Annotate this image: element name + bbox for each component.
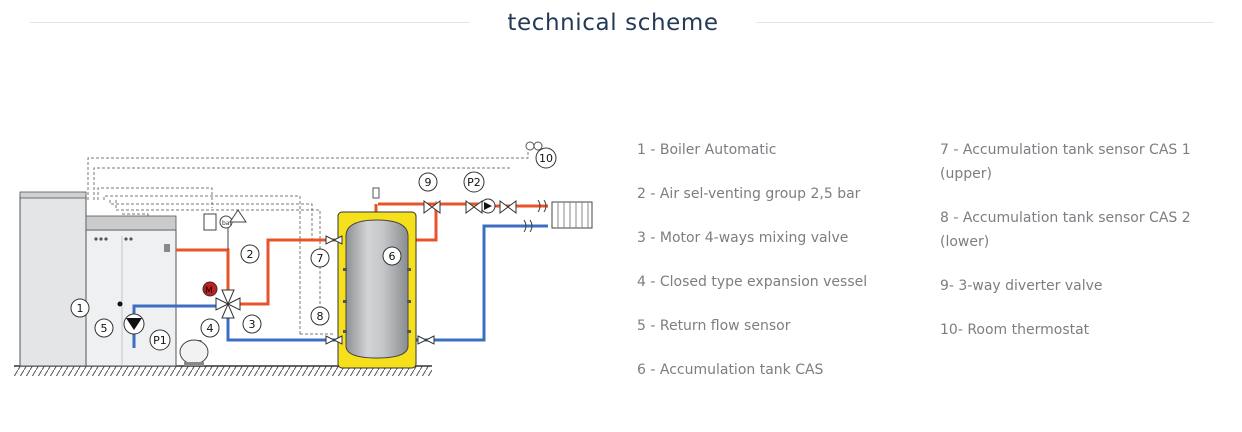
air-venting-group: bar [203,209,247,250]
callout-p1: P1 [149,329,171,351]
page-title: technical scheme [507,10,719,36]
svg-text:8: 8 [317,310,324,323]
control-wiring [87,150,529,335]
callout-2: 2 [240,244,260,264]
legend-item: 2 - Air sel-venting group 2,5 bar [637,186,861,202]
callout-3: 3 [242,314,262,334]
technical-scheme-diagram: bar M [14,141,593,376]
valves [325,200,517,345]
callout-9: 9 [418,172,438,192]
legend-item: 1 - Boiler Automatic [637,142,777,158]
svg-text:1: 1 [77,302,84,315]
callout-7: 7 [310,248,330,268]
callout-p2: P2 [463,171,485,193]
svg-text:10: 10 [539,152,553,165]
callout-5: 5 [94,318,114,338]
mixing-valve: M [202,281,241,319]
pump-p1 [117,301,145,335]
svg-text:bar: bar [222,220,232,227]
header-divider-left [30,22,470,23]
accumulation-tank [337,187,417,369]
callout-6: 6 [382,246,402,266]
pump-p2 [480,198,496,214]
boiler [19,191,177,367]
legend-column-1: 1 - Boiler Automatic 2 - Air sel-venting… [637,138,922,402]
legend-item: 9- 3-way diverter valve [940,278,1103,294]
legend-item: 6 - Accumulation tank CAS [637,362,824,378]
legend-item: 7 - Accumulation tank sensor CAS 1 (uppe… [940,142,1191,182]
svg-text:3: 3 [249,318,256,331]
svg-text:2: 2 [247,248,254,261]
legend-column-2: 7 - Accumulation tank sensor CAS 1 (uppe… [940,138,1210,362]
svg-text:9: 9 [425,176,432,189]
radiator [523,199,593,233]
legend-item: 4 - Closed type expansion vessel [637,274,868,290]
legend-item: 3 - Motor 4-ways mixing valve [637,230,849,246]
callout-10: 10 [535,147,557,169]
svg-text:6: 6 [389,250,396,263]
callout-4: 4 [200,318,220,338]
svg-text:5: 5 [101,322,108,335]
callout-8: 8 [310,306,330,326]
header-divider-right [756,22,1214,23]
svg-text:P2: P2 [467,176,481,189]
legend-item: 10- Room thermostat [940,322,1090,338]
expansion-vessel [179,339,209,366]
callout-1: 1 [70,298,90,318]
svg-text:7: 7 [317,252,324,265]
legend-item: 5 - Return flow sensor [637,318,791,334]
room-thermostat [525,141,543,151]
svg-text:P1: P1 [153,334,167,347]
svg-text:4: 4 [207,322,214,335]
legend-item: 8 - Accumulation tank sensor CAS 2 (lowe… [940,210,1191,250]
svg-text:M: M [205,286,213,296]
